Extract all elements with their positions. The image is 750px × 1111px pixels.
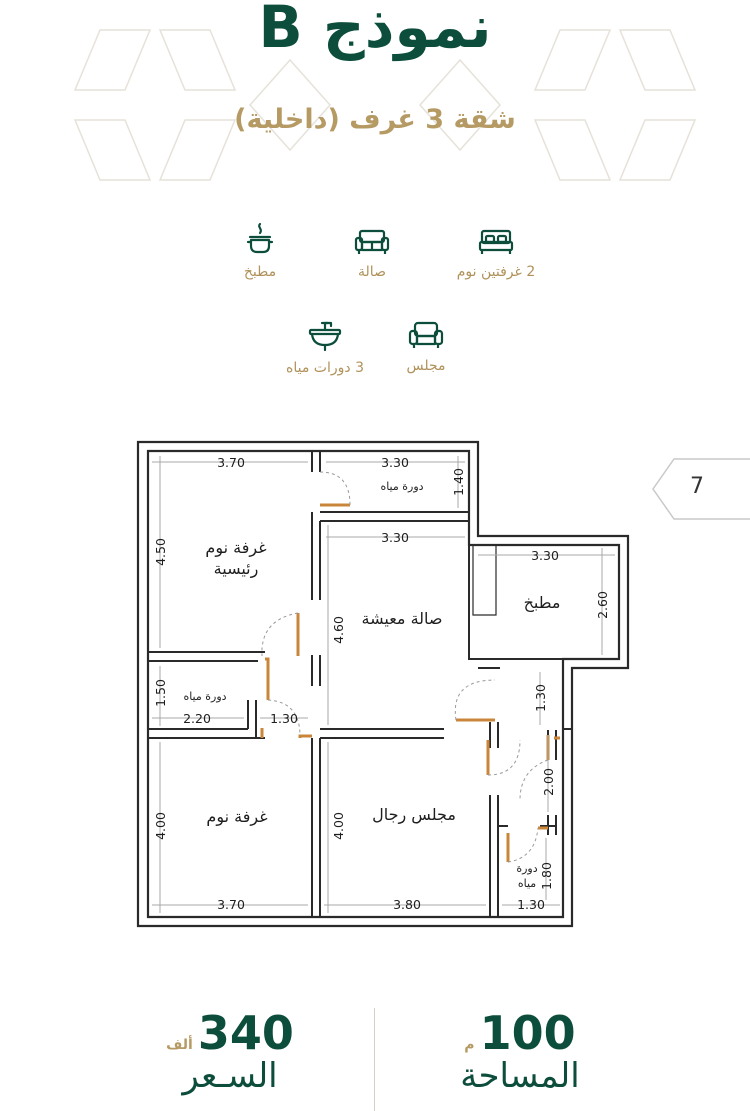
area-stat: 100 م المساحة	[430, 1006, 610, 1096]
page-title: نموذج B	[258, 0, 492, 61]
dim-label: 3.80	[393, 897, 421, 912]
kitchen-pot-icon	[246, 222, 274, 254]
feature-majlis: مجلس	[394, 320, 458, 374]
price-label: السـعر	[182, 1056, 278, 1096]
feature-label: صالة	[358, 264, 386, 280]
area-label: المساحة	[460, 1056, 580, 1096]
room-label: دورة مياه	[380, 480, 423, 493]
room-label: غرفة نوم	[205, 538, 266, 558]
feature-label: مطبخ	[243, 264, 277, 280]
badge-shape	[652, 458, 750, 520]
dim-label: 2.60	[595, 591, 610, 619]
dim-label: 1.50	[153, 679, 168, 707]
bed-icon	[478, 229, 514, 254]
room-label: رئيسية	[214, 559, 259, 579]
dim-label: 4.00	[153, 812, 168, 840]
armchair-icon	[408, 321, 444, 348]
feature-label: 2 غرفتين نوم	[456, 264, 536, 280]
dim-label: 1.40	[451, 468, 466, 496]
price-unit: ألف	[166, 1037, 193, 1053]
dim-label: 4.60	[331, 616, 346, 644]
room-label: مياه	[518, 877, 536, 890]
header-pattern	[73, 29, 697, 181]
feature-hall: صالة	[340, 228, 404, 280]
feature-bathrooms: 3 دورات مياه	[270, 318, 380, 376]
room-label: مجلس رجال	[372, 805, 456, 825]
room-label: دورة مياه	[183, 690, 226, 703]
page-subtitle: شقة 3 غرف (داخلية)	[234, 104, 516, 135]
dim-label: 2.00	[541, 768, 556, 796]
dim-label: 4.00	[331, 812, 346, 840]
dim-label: 2.20	[183, 711, 211, 726]
dim-label: 1.30	[270, 711, 298, 726]
dim-label: 3.30	[381, 530, 409, 545]
sink-icon	[308, 321, 342, 352]
feature-label: 3 دورات مياه	[286, 360, 364, 376]
page-number-badge[interactable]: 7	[652, 458, 750, 520]
inner-wall	[146, 449, 621, 919]
feature-kitchen: مطبخ	[228, 222, 292, 280]
dim-label: 4.50	[153, 538, 168, 566]
dim-label: 3.30	[381, 455, 409, 470]
dim-label: 3.70	[217, 455, 245, 470]
stats-divider	[374, 1008, 375, 1111]
feature-bedrooms: 2 غرفتين نوم	[432, 228, 560, 280]
outer-wall	[136, 440, 630, 928]
dim-label: 3.70	[217, 897, 245, 912]
sofa-icon	[354, 229, 390, 254]
area-unit: م	[464, 1037, 475, 1053]
dim-label: 1.30	[533, 684, 548, 712]
room-label: مطبخ	[524, 593, 561, 613]
room-label: صالة معيشة	[362, 609, 443, 628]
page-number: 7	[690, 474, 704, 499]
feature-label: مجلس	[406, 358, 446, 374]
price-stat: 340 ألف السـعر	[140, 1006, 320, 1096]
room-label: غرفة نوم	[206, 807, 267, 827]
dim-label: 3.30	[531, 548, 559, 563]
dim-label: 1.30	[517, 897, 545, 912]
price-value: 340	[197, 1006, 294, 1060]
area-value: 100	[479, 1006, 576, 1060]
dim-label: 1.80	[539, 862, 554, 890]
room-label: دورة	[516, 862, 537, 875]
